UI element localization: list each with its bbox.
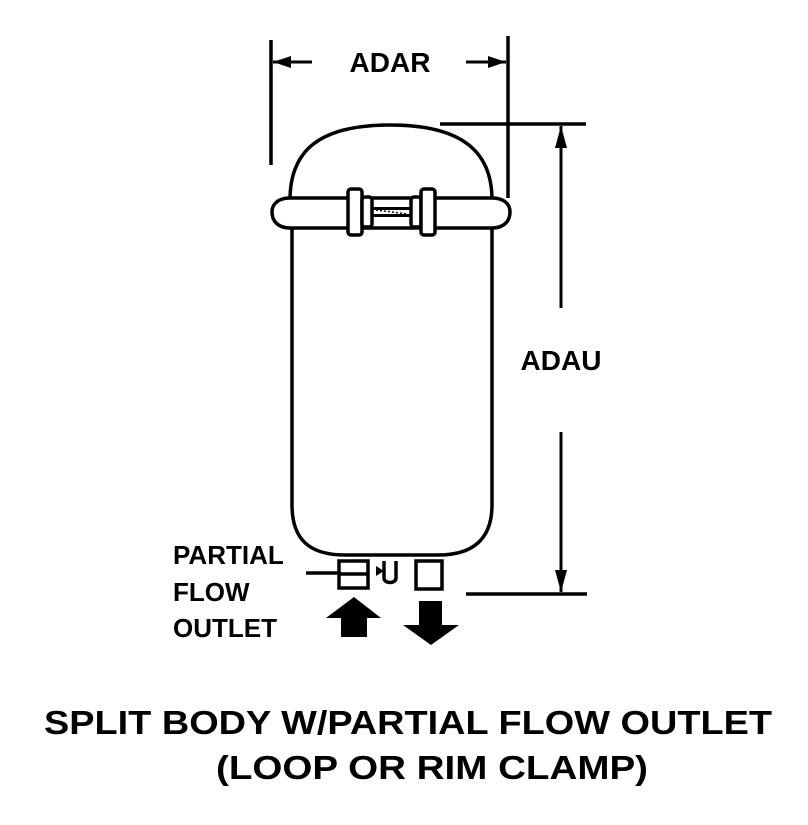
arrowhead-down-icon (555, 570, 567, 592)
height-dimension: ADAU (440, 122, 602, 596)
fitting-pointer (376, 566, 384, 576)
arrowhead-right-icon (488, 56, 506, 68)
clamp-lug-left-inner (360, 195, 374, 229)
rim-clamp (270, 187, 512, 237)
partial-flow-outlet-callout: PARTIAL FLOW OUTLET (173, 540, 284, 643)
clamp-lug-left-outer (346, 187, 364, 237)
main-outlet-port (414, 559, 444, 591)
bottom-ports (337, 559, 444, 591)
caption-line-2: (LOOP OR RIM CLAMP) (216, 749, 648, 786)
flow-arrows (326, 597, 459, 645)
width-dimension: ADAR (269, 36, 510, 198)
width-label: ADAR (350, 47, 431, 78)
height-label: ADAU (521, 345, 602, 376)
filter-housing (270, 123, 512, 591)
arrowhead-up-icon (555, 126, 567, 148)
clamp-band (270, 196, 512, 230)
housing-body (290, 228, 494, 557)
clamp-screw-thread (375, 209, 409, 215)
clamp-screw-top (372, 207, 411, 210)
drain-fitting (382, 561, 398, 585)
housing-dome (288, 123, 494, 201)
outlet-arrow-down-icon (403, 601, 459, 645)
callout-line-3: OUTLET (173, 613, 277, 643)
inlet-arrow-up-icon (326, 597, 381, 637)
clamp-screw-bottom (372, 214, 411, 217)
arrowhead-left-icon (273, 56, 291, 68)
callout-line-1: PARTIAL (173, 540, 284, 570)
caption-line-1: SPLIT BODY W/PARTIAL FLOW OUTLET (44, 704, 772, 741)
diagram-caption: SPLIT BODY W/PARTIAL FLOW OUTLET (LOOP O… (44, 704, 772, 786)
clamp-lug-right-outer (419, 187, 437, 237)
callout-line-2: FLOW (173, 577, 250, 607)
